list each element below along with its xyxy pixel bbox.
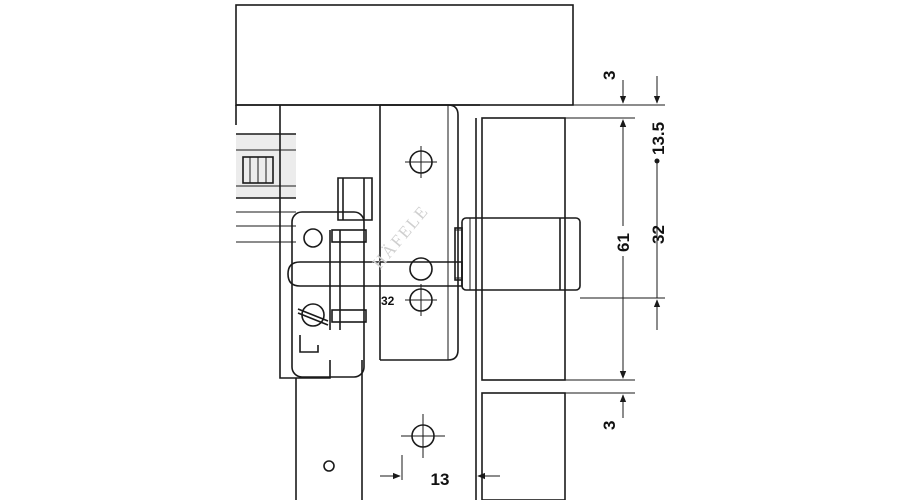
lower-profile <box>295 360 363 500</box>
dim-horizontal-offset: 13 <box>380 470 500 489</box>
screw-hole-middle <box>409 257 433 281</box>
dim-offset-top: 13.5 <box>649 76 668 164</box>
door-upper <box>481 117 566 381</box>
connector-block <box>242 156 274 184</box>
dimension-extension-lines <box>401 104 665 480</box>
inner-dimension-label: 32 <box>381 294 395 308</box>
svg-text:3: 3 <box>600 71 619 80</box>
screw-hole-top <box>405 146 437 178</box>
svg-text:13: 13 <box>431 470 450 489</box>
mounting-plate <box>379 104 459 361</box>
dim-hole-spacing: 32 <box>649 163 668 330</box>
drill-hole-bottom <box>401 414 445 458</box>
left-frame <box>235 104 480 243</box>
top-panel <box>235 4 574 106</box>
svg-text:13.5: 13.5 <box>649 122 668 155</box>
door-lower <box>481 392 566 500</box>
svg-text:3: 3 <box>600 421 619 430</box>
dim-overall-height: 61 <box>612 119 634 379</box>
svg-text:32: 32 <box>649 225 668 244</box>
adjust-screw-upper <box>303 228 323 248</box>
screw-hole-lower <box>405 284 437 316</box>
hinge-cylinder <box>454 217 581 291</box>
svg-text:61: 61 <box>614 233 633 252</box>
hinge-arm <box>287 229 463 330</box>
adjust-screw-lower <box>297 303 329 327</box>
bracket-foot <box>299 335 319 353</box>
dim-bottom-gap: 3 <box>600 358 627 430</box>
mounting-body <box>279 105 373 379</box>
